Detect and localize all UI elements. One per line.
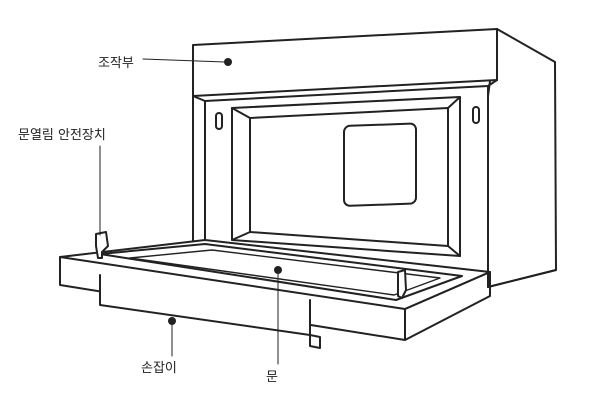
dot-door: [274, 266, 282, 274]
leader-line-control-panel: [142, 58, 226, 63]
door-handle-shape: [99, 274, 311, 336]
label-door: 문: [266, 370, 278, 385]
oven-body-base: [487, 269, 557, 288]
safety-hook-right: [397, 269, 407, 299]
label-handle: 손잡이: [141, 361, 177, 376]
dot-control-panel: [224, 58, 232, 66]
label-door-safety-lock: 문열림 안전장치: [18, 128, 106, 143]
door-inner-panel: [99, 243, 463, 301]
oven-body-side: [487, 28, 557, 288]
control-panel-front: [192, 28, 498, 97]
control-panel-lower-edge: [192, 79, 498, 102]
latch-slot-right: [472, 106, 480, 124]
safety-hook-left: [95, 231, 109, 259]
label-control-panel: 조작부: [98, 56, 134, 71]
waveguide-cover: [343, 122, 417, 207]
front-frame: [204, 85, 489, 271]
door-side-edge: [404, 271, 491, 341]
dot-handle: [168, 317, 176, 325]
latch-slot-left: [215, 112, 223, 130]
